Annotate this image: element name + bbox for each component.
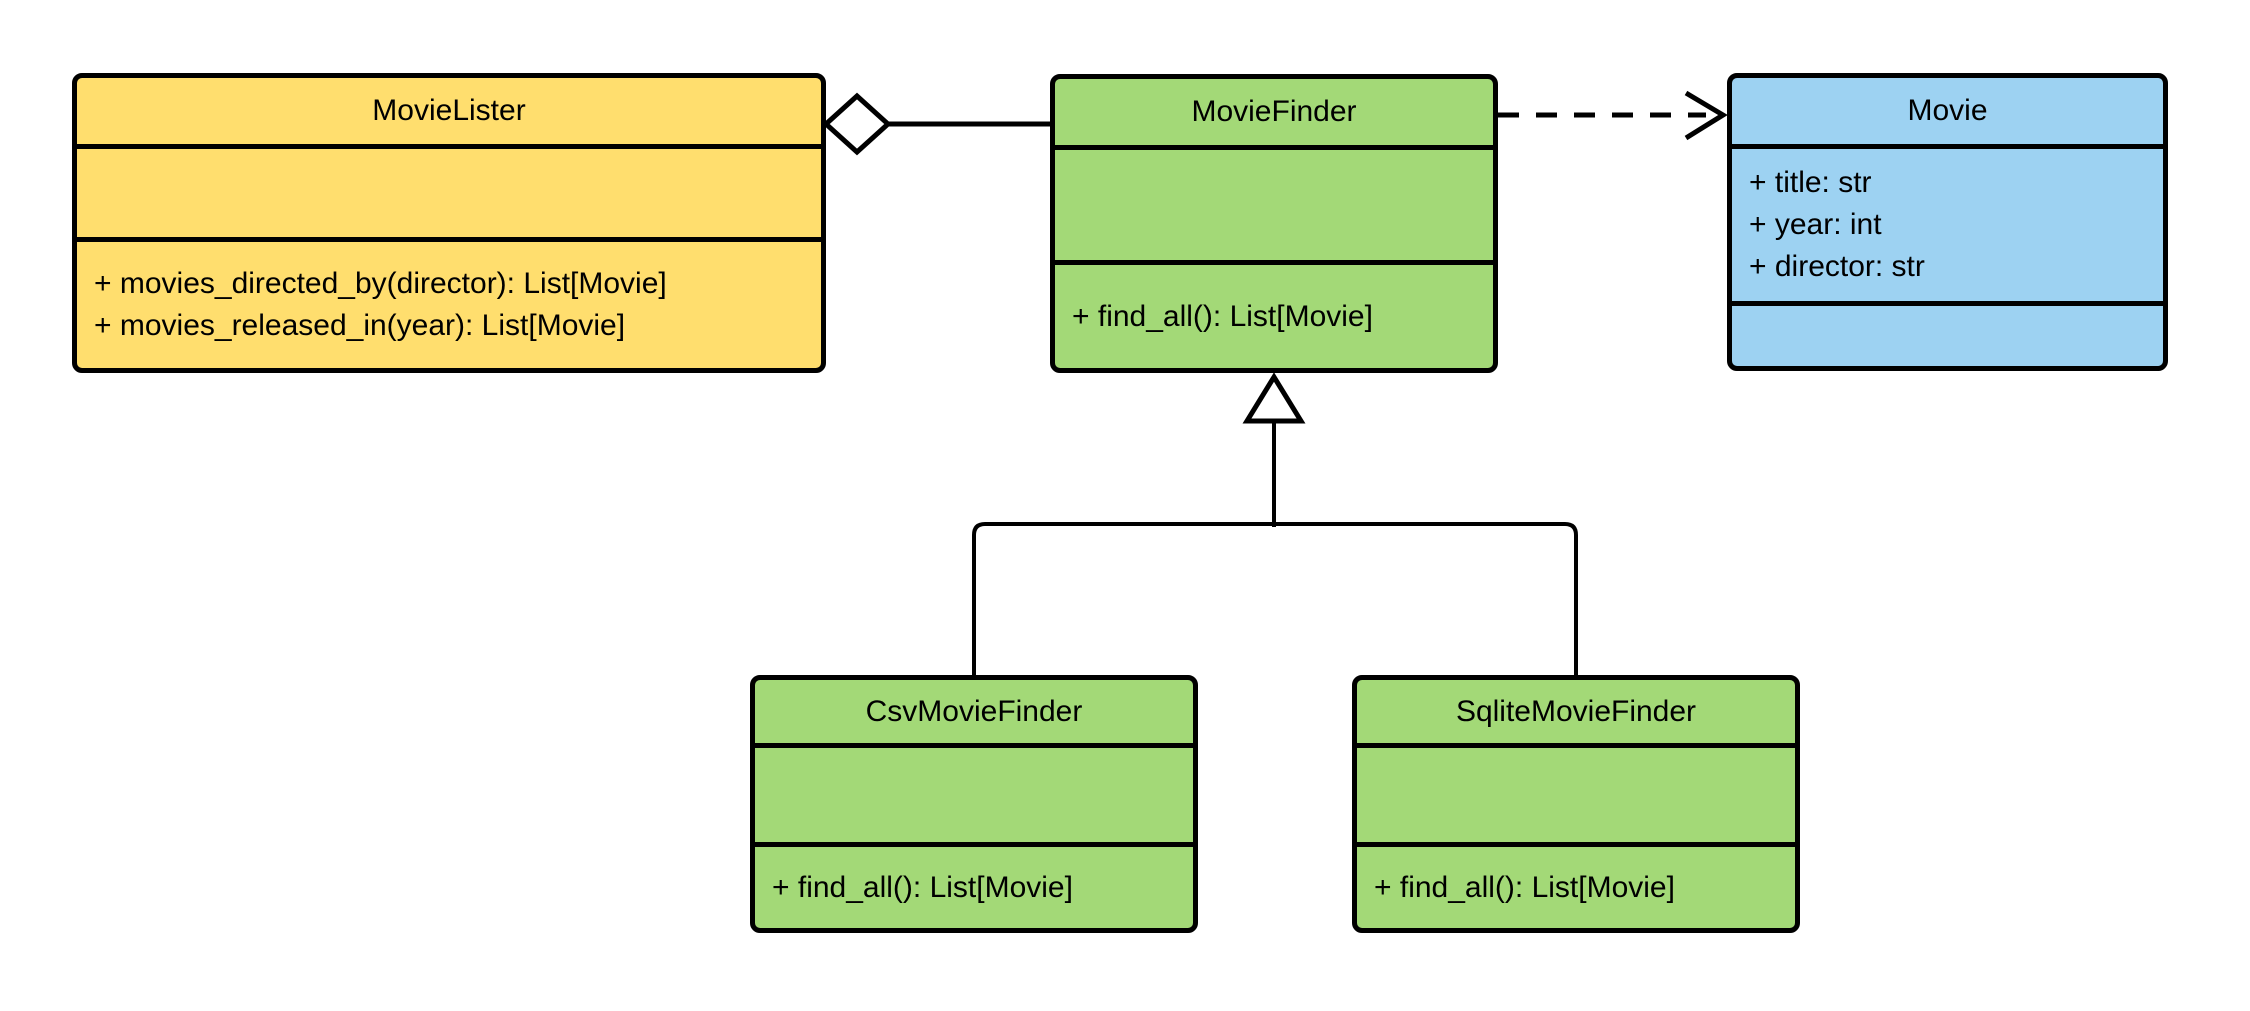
attribute-director: + director: str	[1749, 250, 1925, 283]
aggregation-connector	[822, 92, 1052, 156]
class-csvmoviefinder-title: CsvMovieFinder	[755, 680, 1193, 748]
class-csvmoviefinder-methods: + find_all(): List[Movie]	[755, 847, 1193, 928]
class-moviefinder: MovieFinder + find_all(): List[Movie]	[1050, 74, 1498, 373]
class-movielister: MovieLister + movies_directed_by(directo…	[72, 73, 826, 373]
method-movies-directed-by: + movies_directed_by(director): List[Mov…	[94, 267, 667, 300]
generalization-triangle-icon	[1242, 372, 1306, 424]
class-movielister-methods: + movies_directed_by(director): List[Mov…	[77, 242, 821, 368]
class-sqlitemoviefinder-title: SqliteMovieFinder	[1357, 680, 1795, 748]
attribute-year: + year: int	[1749, 208, 1882, 241]
class-movie-attributes: + title: str + year: int + director: str	[1732, 149, 2163, 306]
method-find-all: + find_all(): List[Movie]	[1072, 299, 1373, 333]
attribute-title: + title: str	[1749, 166, 1872, 199]
class-movie-methods	[1732, 306, 2163, 366]
class-sqlitemoviefinder: SqliteMovieFinder + find_all(): List[Mov…	[1352, 675, 1800, 933]
class-csvmoviefinder-attributes	[755, 748, 1193, 847]
class-moviefinder-title: MovieFinder	[1055, 79, 1493, 150]
aggregation-diamond	[822, 92, 892, 156]
generalization-connector	[972, 372, 1578, 677]
class-movielister-attributes	[77, 149, 821, 242]
class-movie-title: Movie	[1732, 78, 2163, 149]
class-sqlitemoviefinder-attributes	[1357, 748, 1795, 847]
method-movies-released-in: + movies_released_in(year): List[Movie]	[94, 309, 626, 342]
method-find-all: + find_all(): List[Movie]	[772, 870, 1073, 904]
class-sqlitemoviefinder-methods: + find_all(): List[Movie]	[1357, 847, 1795, 928]
generalization-branch-line	[972, 522, 1578, 677]
method-find-all: + find_all(): List[Movie]	[1374, 870, 1675, 904]
dependency-arrowhead-icon	[1684, 90, 1728, 141]
class-moviefinder-methods: + find_all(): List[Movie]	[1055, 265, 1493, 368]
class-movie: Movie + title: str + year: int + directo…	[1727, 73, 2168, 371]
class-movielister-title: MovieLister	[77, 78, 821, 149]
dependency-connector	[1498, 90, 1728, 141]
class-moviefinder-attributes	[1055, 150, 1493, 265]
class-csvmoviefinder: CsvMovieFinder + find_all(): List[Movie]	[750, 675, 1198, 933]
